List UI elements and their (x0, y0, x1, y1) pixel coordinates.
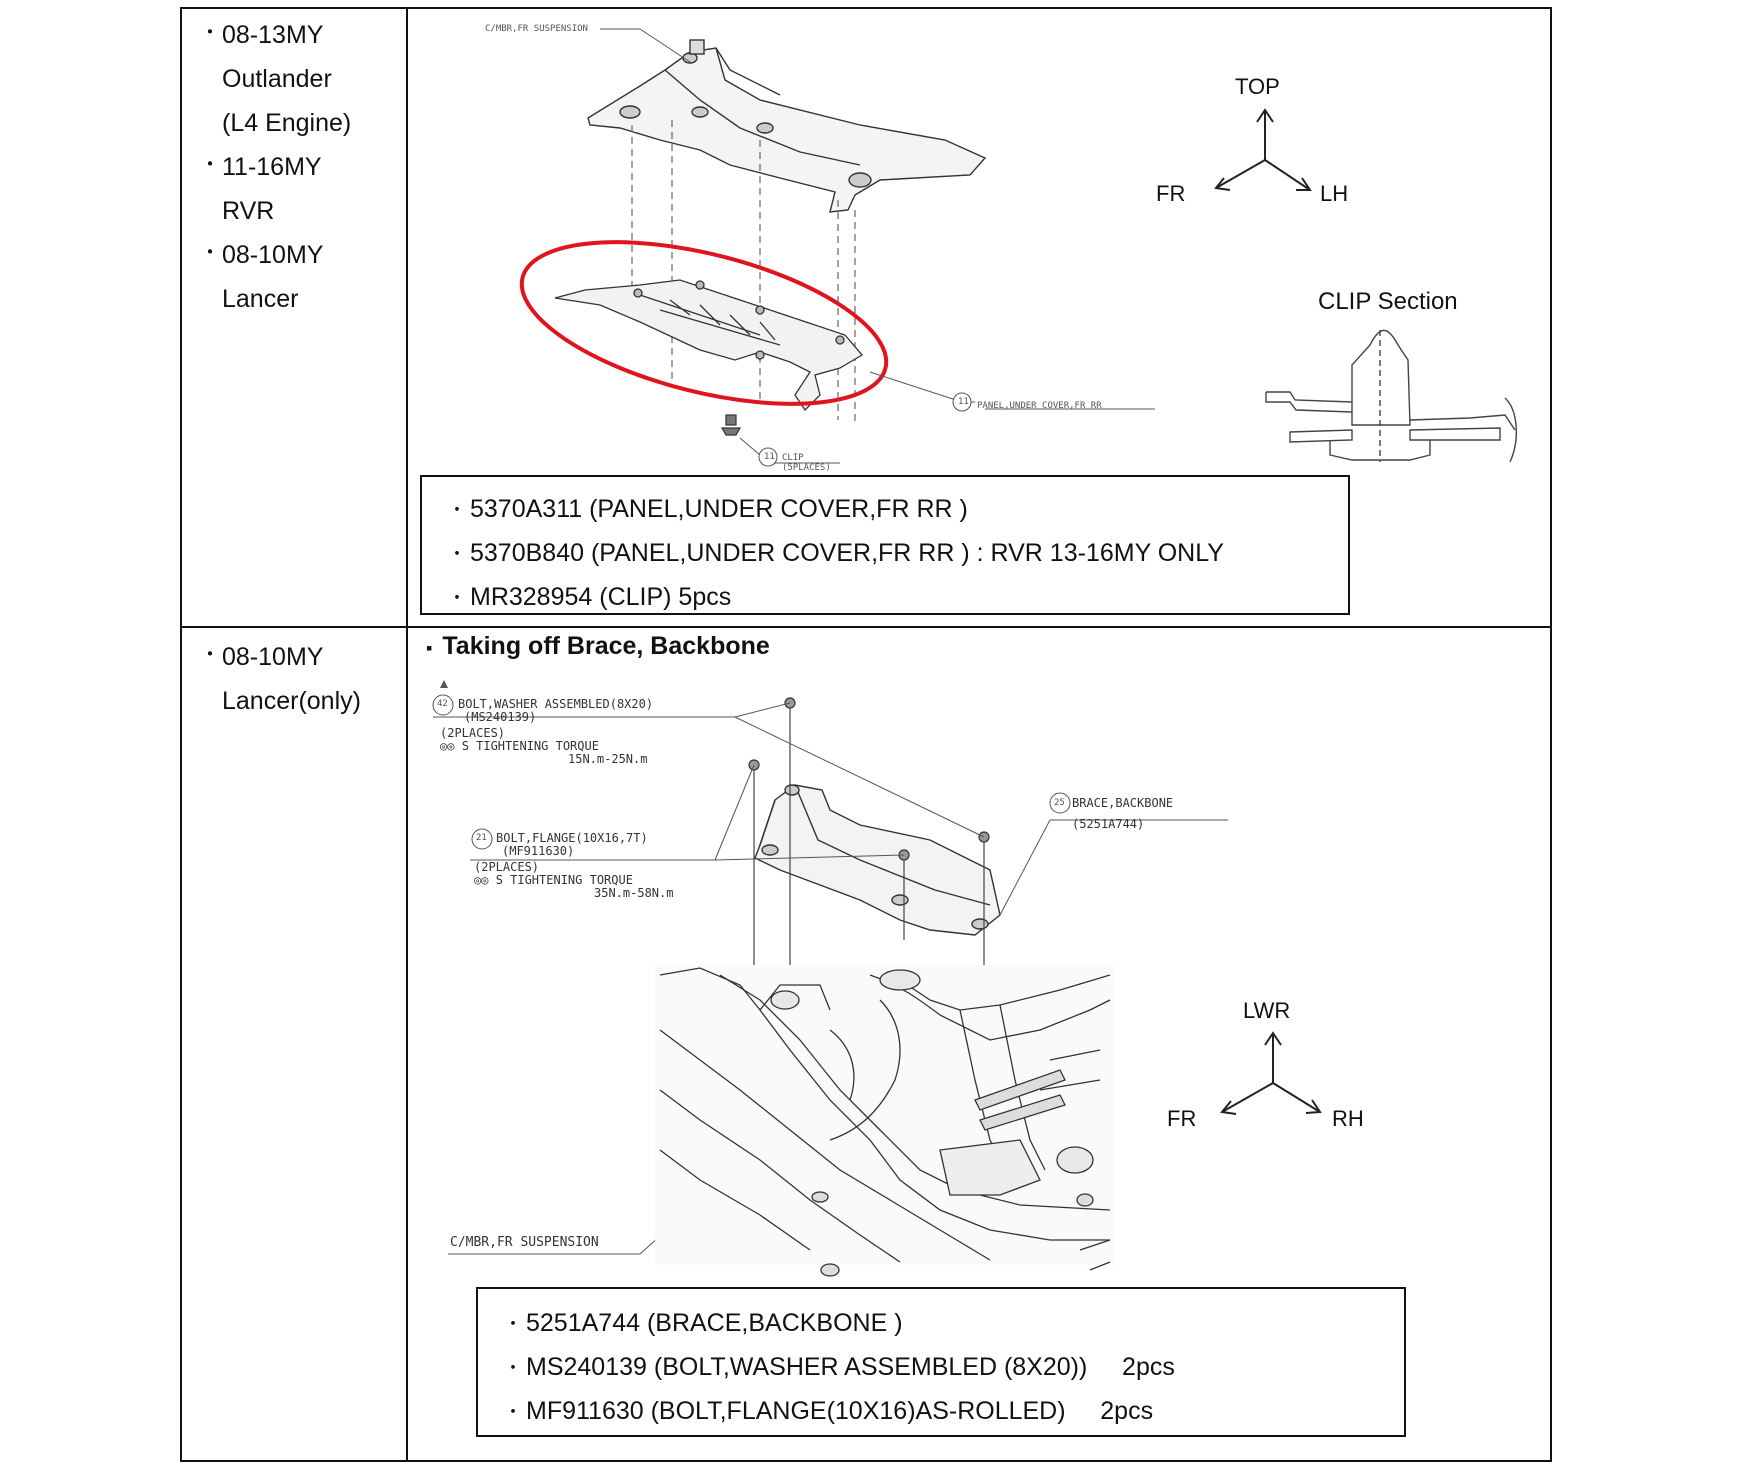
axis-right-label: RH (1332, 1106, 1364, 1131)
part-text: MS240139 (BOLT,WASHER ASSEMBLED (8X20)) … (526, 1352, 1175, 1381)
clip-section-title: CLIP Section (1318, 288, 1458, 315)
row1-model-list: ・ 08-13MY Outlander (L4 Engine) ・ 11-16M… (200, 13, 351, 321)
model-item: ・ 11-16MY RVR (200, 145, 351, 233)
brace-callout: BRACE,BACKBONE (5251A744) (1072, 796, 1174, 831)
bolt2-callout-details: (2PLACES) ◎◎ S TIGHTENING TORQUE 35N.m-5… (474, 860, 674, 900)
model-line: 11-16MY (222, 153, 322, 181)
callout-clip-number: 11 (764, 452, 775, 462)
part-text: 5370A311 (PANEL,UNDER COVER,FR RR ) (470, 494, 968, 523)
part-text: 5370B840 (PANEL,UNDER COVER,FR RR ) : RV… (470, 538, 1224, 567)
part-item: ・MR328954 (CLIP) 5pcs (448, 582, 732, 611)
frame-callout: C/MBR,FR SUSPENSION (450, 1235, 599, 1250)
row2-model-list: ・ 08-10MY Lancer(only) (200, 635, 361, 723)
under-cover-panel-drawing (554, 279, 863, 412)
part-item: ・MS240139 (BOLT,WASHER ASSEMBLED (8X20))… (504, 1352, 1175, 1381)
procedure-table: ・ 08-13MY Outlander (L4 Engine) ・ 11-16M… (180, 7, 1552, 1462)
model-line: 08-10MY (222, 643, 324, 671)
part-text: MR328954 (CLIP) 5pcs (470, 582, 732, 611)
model-line: RVR (222, 197, 275, 225)
model-item: ・ 08-10MY Lancer(only) (200, 635, 361, 723)
model-line: Lancer(only) (222, 687, 361, 715)
model-line: (L4 Engine) (222, 109, 352, 137)
column-divider (406, 9, 408, 1460)
bolt1-callout: BOLT,WASHER ASSEMBLED(8X20) (MS240139) (458, 697, 654, 724)
model-item: ・ 08-13MY Outlander (L4 Engine) (200, 13, 351, 145)
row1-parts-box: ・5370A311 (PANEL,UNDER COVER,FR RR ) ・53… (420, 475, 1350, 615)
axis-right-label: LH (1320, 181, 1349, 206)
model-line: 08-13MY (222, 21, 324, 49)
part-text: MF911630 (BOLT,FLANGE(10X16)AS-ROLLED) 2… (526, 1396, 1154, 1425)
clip-section-drawing (1265, 329, 1518, 463)
orientation-axes-bottom (1220, 1031, 1322, 1115)
part-item: ・5370A311 (PANEL,UNDER COVER,FR RR ) (448, 494, 968, 523)
row-divider (182, 626, 1550, 628)
bolt2-callout: BOLT,FLANGE(10X16,7T) (MF911630) (496, 831, 648, 858)
axis-up-label: LWR (1243, 998, 1291, 1023)
model-line: Outlander (222, 65, 332, 93)
suspension-crossmember-drawing (587, 39, 987, 213)
bolt1-callout-details: (2PLACES) ◎◎ S TIGHTENING TORQUE 15N.m-2… (440, 726, 648, 766)
section-title-text: Taking off Brace, Backbone (442, 632, 770, 660)
callout-panel-number: 11 (958, 397, 969, 407)
callout-panel-label: PANEL,UNDER COVER,FR RR (977, 401, 1102, 411)
section-title: ▪Taking off Brace, Backbone (426, 632, 770, 660)
model-line: 08-10MY (222, 241, 324, 269)
axis-left-label: FR (1156, 181, 1186, 206)
part-item: ・MF911630 (BOLT,FLANGE(10X16)AS-ROLLED) … (504, 1396, 1154, 1425)
part-item: ・5251A744 (BRACE,BACKBONE ) (504, 1308, 903, 1337)
orientation-axes-top (1214, 108, 1312, 191)
part-item: ・5370B840 (PANEL,UNDER COVER,FR RR ) : R… (448, 538, 1224, 567)
callout-clip-qty: (5PLACES) (782, 463, 831, 473)
axis-left-label: FR (1167, 1106, 1197, 1131)
bolt1-callout-number: 42 (437, 699, 448, 709)
axis-up-label: TOP (1235, 74, 1280, 99)
bolt2-callout-number: 21 (476, 833, 487, 843)
highlight-ellipse (519, 240, 889, 406)
brace-backbone-drawing (754, 784, 1001, 936)
callout-clip-label: CLIP (782, 453, 804, 463)
callout-suspension-label: C/MBR,FR SUSPENSION (485, 24, 588, 34)
row2-parts-box: ・5251A744 (BRACE,BACKBONE ) ・MS240139 (B… (476, 1287, 1406, 1437)
part-text: 5251A744 (BRACE,BACKBONE ) (526, 1308, 903, 1337)
brace-callout-number: 25 (1054, 798, 1065, 808)
clip-part-drawing (720, 414, 742, 436)
model-line: Lancer (222, 285, 299, 313)
underbody-frame-drawing (655, 965, 1115, 1277)
model-item: ・ 08-10MY Lancer (200, 233, 351, 321)
